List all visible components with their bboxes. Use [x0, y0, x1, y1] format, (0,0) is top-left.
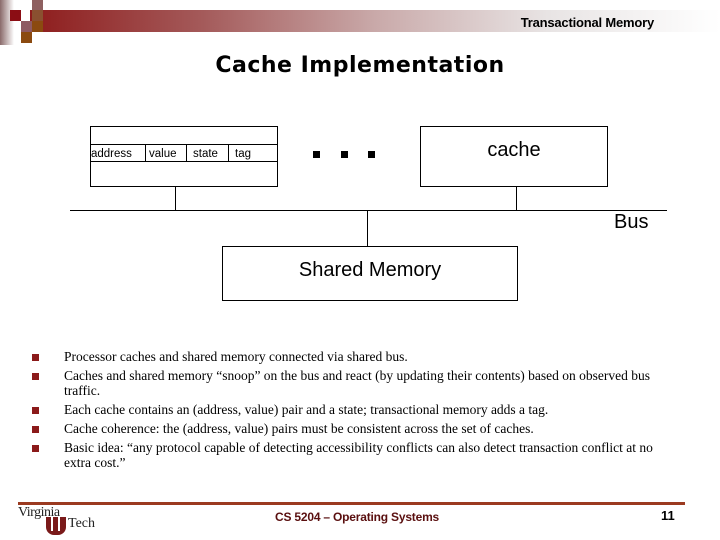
dot-icon — [341, 151, 348, 158]
logo-square-icon — [32, 0, 43, 11]
shared-memory-label: Shared Memory — [298, 259, 442, 281]
header-fade-decoration — [0, 0, 14, 45]
cache-field-state: state — [186, 144, 229, 162]
shield-icon — [46, 517, 66, 535]
header-gradient-band — [30, 10, 720, 32]
cache-box-detailed — [90, 126, 278, 187]
bullet-item: Caches and shared memory “snoop” on the … — [32, 368, 682, 398]
logo-square-icon — [32, 10, 43, 21]
cache-box: cache — [420, 126, 608, 187]
bullet-square-icon — [32, 407, 39, 414]
bullet-square-icon — [32, 426, 39, 433]
footer-rule — [18, 502, 685, 505]
dot-icon — [368, 151, 375, 158]
course-title: CS 5204 – Operating Systems — [275, 510, 440, 524]
bullet-text: Cache coherence: the (address, value) pa… — [64, 421, 534, 436]
dot-icon — [313, 151, 320, 158]
cache-field-address: address — [90, 144, 145, 162]
logo-square-icon — [21, 32, 32, 43]
logo-square-icon — [21, 21, 32, 32]
bullet-item: Each cache contains an (address, value) … — [32, 402, 682, 417]
bullet-item: Processor caches and shared memory conne… — [32, 349, 682, 364]
bullet-square-icon — [32, 354, 39, 361]
bullet-text: Caches and shared memory “snoop” on the … — [64, 368, 650, 398]
slide-title: Cache Implementation — [215, 53, 505, 78]
page-number: 11 — [661, 508, 675, 523]
logo-text-tech: Tech — [68, 516, 96, 531]
shared-memory-box: Shared Memory — [222, 246, 518, 301]
cache-label: cache — [487, 139, 541, 161]
bus-line — [70, 210, 667, 211]
bullet-square-icon — [32, 445, 39, 452]
bullet-text: Each cache contains an (address, value) … — [64, 402, 549, 417]
bullet-text: Processor caches and shared memory conne… — [64, 349, 408, 364]
bullet-item: Basic idea: “any protocol capable of det… — [32, 440, 682, 470]
connector-right-cache — [516, 187, 517, 210]
bullet-text: Basic idea: “any protocol capable of det… — [64, 440, 653, 470]
logo-square-icon — [32, 21, 43, 32]
logo-square-icon — [10, 10, 21, 21]
logo-text-virginia: Virginia — [18, 505, 60, 520]
bullet-square-icon — [32, 373, 39, 380]
bullet-list: Processor caches and shared memory conne… — [32, 349, 682, 470]
section-title: Transactional Memory — [520, 15, 654, 30]
cache-field-value: value — [145, 144, 187, 162]
bus-label: Bus — [614, 211, 649, 233]
bullet-item: Cache coherence: the (address, value) pa… — [32, 421, 682, 436]
connector-left-cache — [175, 187, 176, 210]
cache-field-tag: tag — [228, 144, 277, 162]
connector-memory — [367, 210, 368, 246]
